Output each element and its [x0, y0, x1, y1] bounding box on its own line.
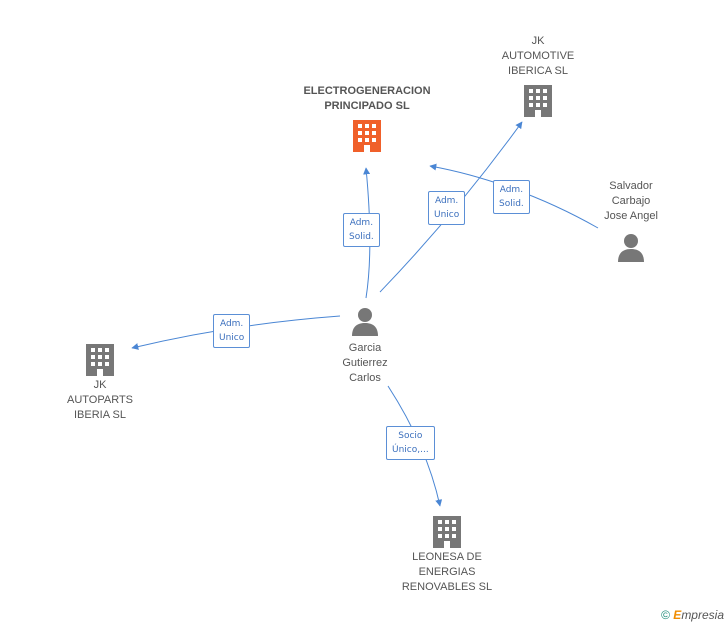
node-jk-automotive[interactable]: JK AUTOMOTIVE IBERICA SL	[488, 34, 588, 119]
person-label: Salvador Carbajo Jose Angel	[604, 180, 658, 222]
person-icon	[352, 308, 378, 336]
edge-label-salvador-electrogeneracion[interactable]: Adm. Solid.	[493, 180, 530, 214]
edge-label-garcia-jk-autoparts[interactable]: Adm. Unico	[213, 314, 251, 348]
building-icon	[353, 120, 381, 152]
copyright-symbol: ©	[661, 608, 670, 622]
company-label: ELECTROGENERACION PRINCIPADO SL	[303, 85, 431, 112]
brand-logo-letter: E	[673, 608, 682, 622]
node-garcia[interactable]: Garcia Gutierrez Carlos	[320, 306, 410, 386]
building-icon	[433, 516, 461, 548]
company-label: LEONESA DE ENERGIAS RENOVABLES SL	[401, 551, 493, 593]
company-label: JK AUTOPARTS IBERIA SL	[66, 379, 134, 421]
person-icon	[618, 234, 644, 262]
node-jk-autoparts[interactable]: JK AUTOPARTS IBERIA SL	[50, 342, 150, 423]
node-leonesa[interactable]: LEONESA DE ENERGIAS RENOVABLES SL	[392, 514, 502, 595]
edge-label-garcia-electrogeneracion[interactable]: Adm. Solid.	[343, 213, 380, 247]
edge-label-garcia-leonesa[interactable]: Socio Único,...	[386, 426, 435, 460]
footer-brand: © Empresia	[661, 608, 724, 622]
edge-label-garcia-jk-automotive[interactable]: Adm. Unico	[428, 191, 466, 225]
node-electrogeneracion[interactable]: ELECTROGENERACION PRINCIPADO SL	[292, 84, 442, 154]
company-label: JK AUTOMOTIVE IBERICA SL	[501, 35, 575, 77]
building-icon	[86, 344, 114, 376]
person-label: Garcia Gutierrez Carlos	[342, 342, 388, 384]
building-icon	[524, 85, 552, 117]
node-salvador[interactable]: Salvador Carbajo Jose Angel	[584, 179, 678, 262]
brand-name: mpresia	[681, 608, 724, 622]
